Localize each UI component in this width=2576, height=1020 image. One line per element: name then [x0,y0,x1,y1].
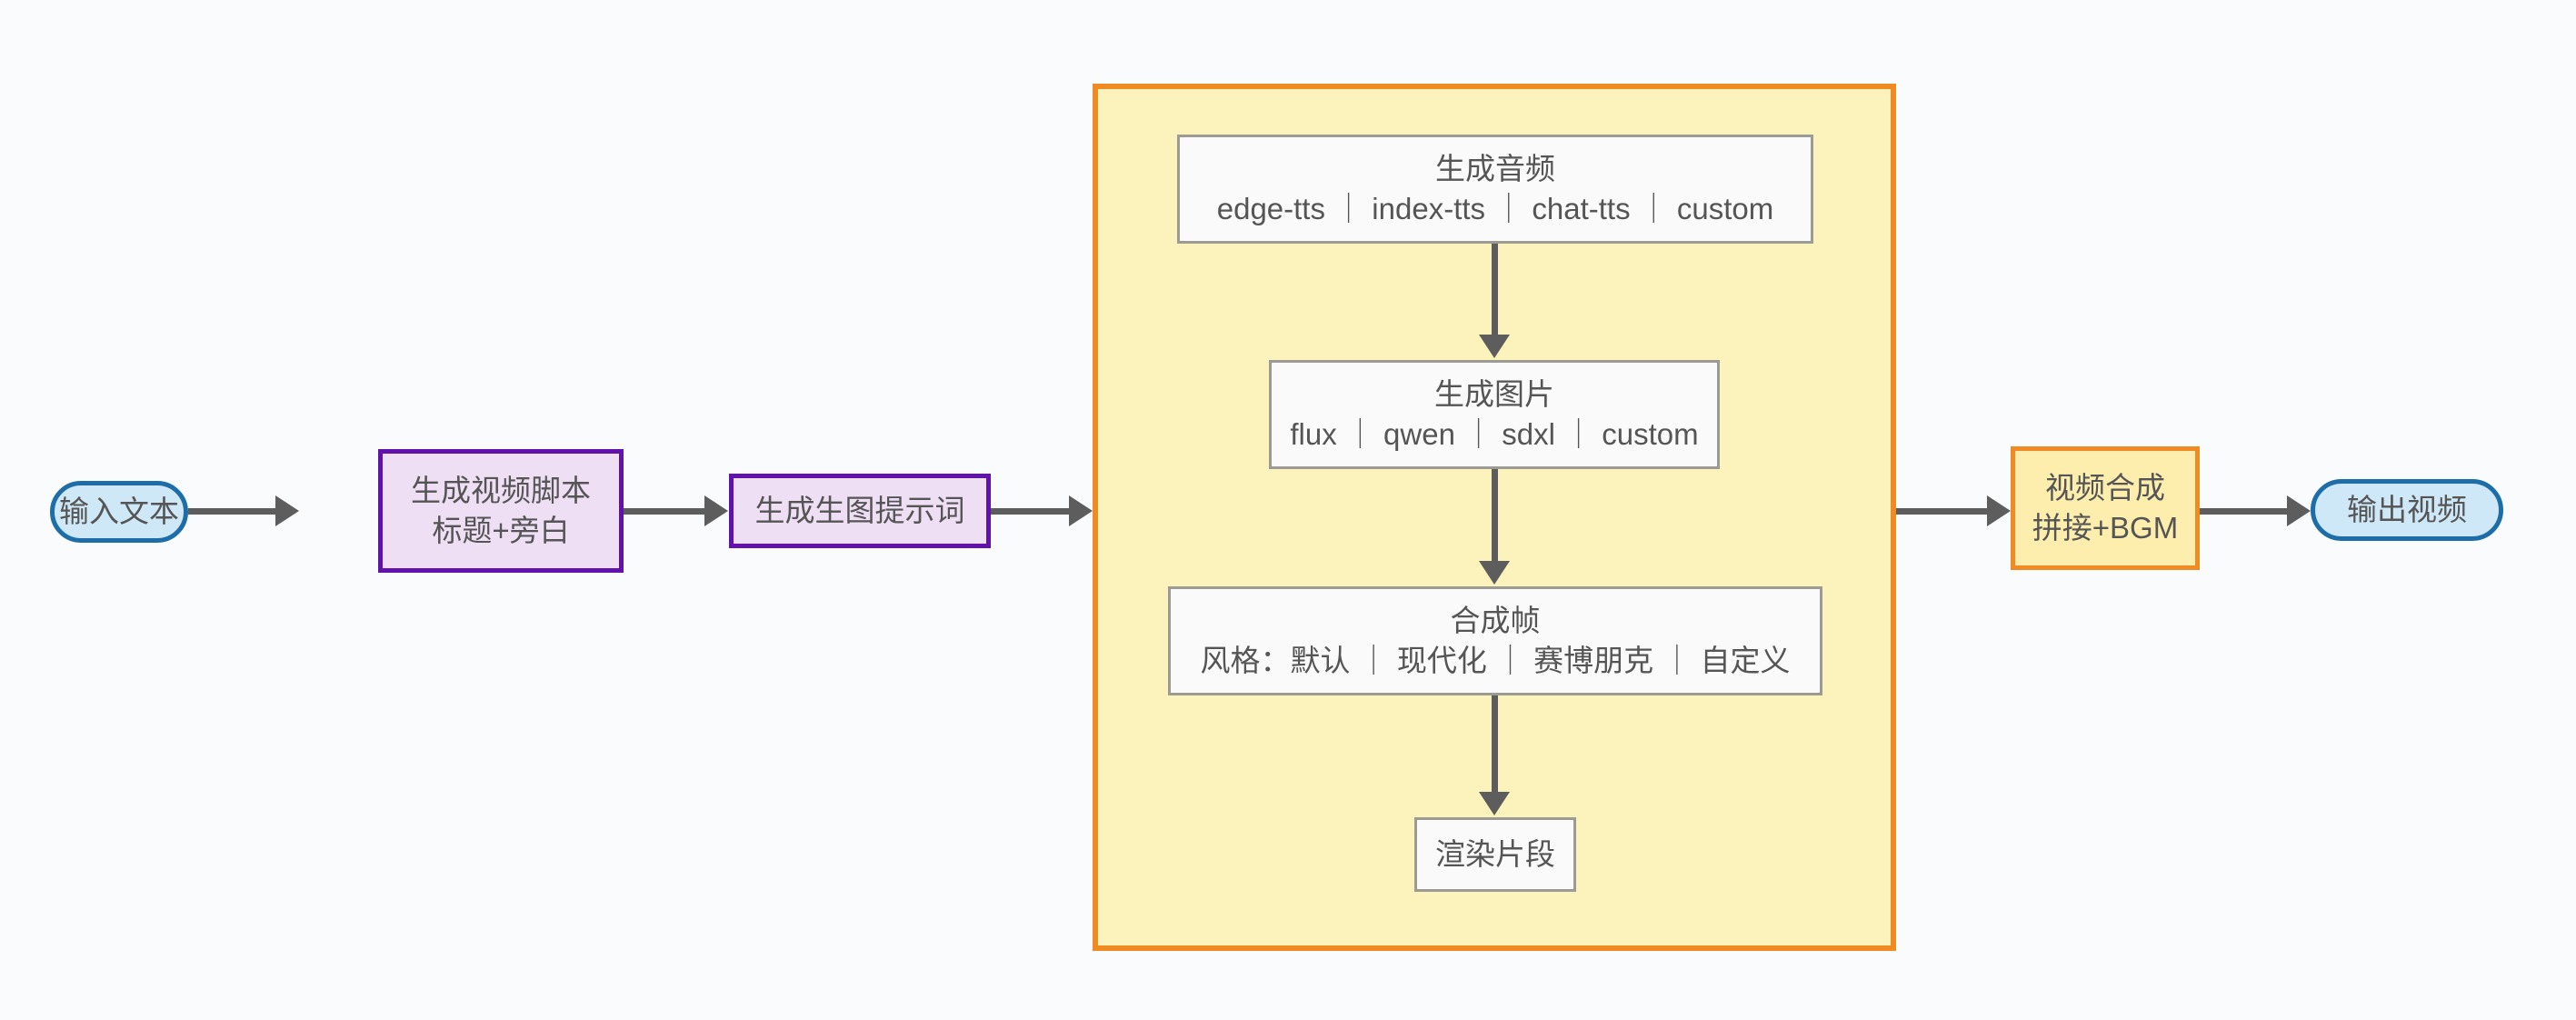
node-generate-image-prompt-label: 生成生图提示词 [754,494,965,528]
edge-merge-to-output-arrowhead [2287,495,2311,526]
node-input-text[interactable]: 输入文本 [50,481,188,543]
edge-subgraph-to-merge-arrowhead [1987,495,2011,526]
edge-audio-to-image-line [1492,244,1498,335]
edge-audio-to-image-arrowhead [1479,335,1510,358]
edge-script-to-prompt-line [624,508,704,515]
node-generate-image-line1: 生成图片 [1434,377,1554,412]
node-generate-audio[interactable]: 生成音频 edge-tts ｜ index-tts ｜ chat-tts ｜ c… [1177,135,1813,244]
node-generate-script-line2: 标题+旁白 [432,514,570,547]
node-output-video-label: 输出视频 [2347,493,2467,527]
edge-input-to-script-arrowhead [275,495,299,526]
node-compose-frame-line2: 风格：默认 ｜ 现代化 ｜ 赛博朋克 ｜ 自定义 [1200,644,1791,677]
node-video-merge-line1: 视频合成 [2045,471,2165,505]
edge-frame-to-render-line [1492,695,1498,792]
node-generate-script-line1: 生成视频脚本 [411,474,591,508]
node-render-clip-label: 渲染片段 [1435,837,1555,872]
edge-script-to-prompt-arrowhead [704,495,728,526]
edge-prompt-to-subgraph-line [991,508,1069,515]
node-generate-audio-line1: 生成音频 [1435,152,1555,186]
edge-image-to-frame-line [1492,469,1498,561]
node-generate-script[interactable]: 生成视频脚本 标题+旁白 [378,449,624,573]
node-generate-image-line2: flux ｜ qwen ｜ sdxl ｜ custom [1290,417,1699,451]
node-render-clip[interactable]: 渲染片段 [1414,817,1576,892]
node-video-merge-line2: 拼接+BGM [2032,511,2179,545]
edge-image-to-frame-arrowhead [1479,561,1510,585]
node-generate-audio-line2: edge-tts ｜ index-tts ｜ chat-tts ｜ custom [1216,192,1774,225]
edge-frame-to-render-arrowhead [1479,792,1510,815]
edge-input-to-script-line [188,508,275,515]
node-input-text-label: 输入文本 [59,495,179,529]
edge-merge-to-output-line [2200,508,2287,515]
node-output-video[interactable]: 输出视频 [2311,479,2503,541]
node-video-merge[interactable]: 视频合成 拼接+BGM [2011,446,2200,570]
edge-prompt-to-subgraph-arrowhead [1069,495,1093,526]
node-generate-image[interactable]: 生成图片 flux ｜ qwen ｜ sdxl ｜ custom [1269,360,1720,469]
edge-subgraph-to-merge-line [1896,508,1987,515]
node-compose-frame-line1: 合成帧 [1450,604,1541,638]
node-generate-image-prompt[interactable]: 生成生图提示词 [729,474,991,548]
node-compose-frame[interactable]: 合成帧 风格：默认 ｜ 现代化 ｜ 赛博朋克 ｜ 自定义 [1168,586,1822,695]
